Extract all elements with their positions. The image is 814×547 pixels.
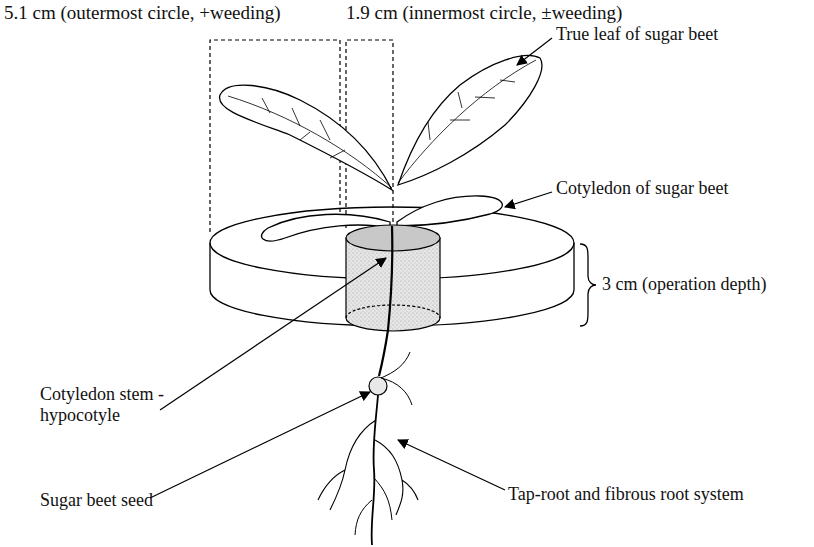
dimension-label: 5.1 cm (outermost circle, +weeding) — [4, 2, 281, 24]
dimension-label: 3 cm (operation depth) — [602, 274, 766, 295]
dimension-label: 1.9 cm (innermost circle, ±weeding) — [346, 2, 622, 24]
hypocotyl-and-root — [318, 226, 418, 545]
sugar-beet-seed — [369, 377, 387, 395]
true-leaf — [220, 56, 542, 190]
part-label: Cotyledon of sugar beet — [556, 178, 728, 199]
part-label: True leaf of sugar beet — [556, 24, 718, 45]
part-label: Cotyledon stem - hypocotyle — [40, 384, 180, 425]
dimension-bracket — [210, 40, 393, 232]
part-label: Sugar beet seed — [40, 490, 153, 511]
leader-arrow — [150, 38, 552, 498]
leaf-vein — [228, 60, 536, 188]
part-label: Tap-root and fibrous root system — [508, 484, 744, 505]
depth-brace — [580, 244, 596, 326]
